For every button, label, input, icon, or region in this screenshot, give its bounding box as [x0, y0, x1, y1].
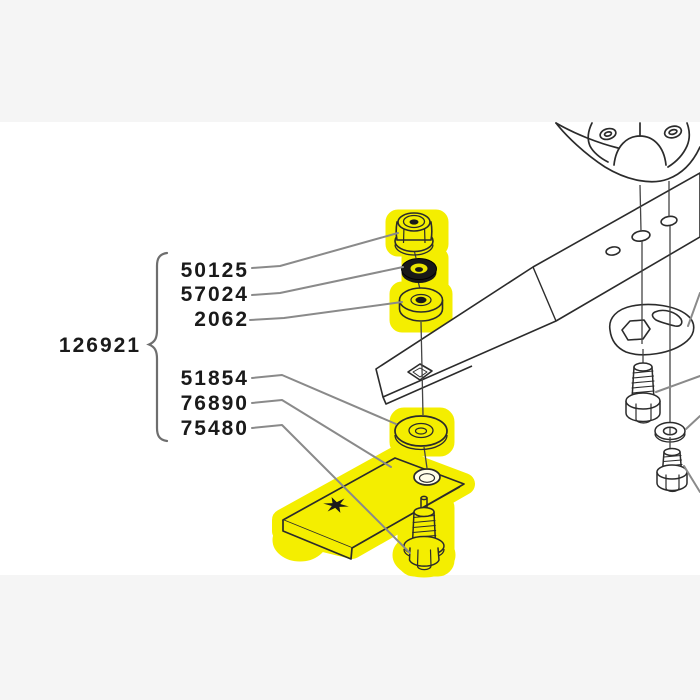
- bottom-gray-band: [0, 575, 700, 700]
- part-number-label-75480: 75480: [181, 417, 249, 440]
- hex-bolt-small-part: [656, 447, 688, 493]
- leader-lines: [249, 232, 700, 554]
- callout-labels: 126921 50125 57024 2062 51854 76890 7548…: [59, 259, 249, 440]
- bar-holes: [605, 215, 678, 256]
- callout-brace: [146, 251, 169, 443]
- part-number-label-2062: 2062: [194, 308, 249, 331]
- star-center-hole: [323, 497, 349, 513]
- blade-washer-part: [394, 415, 448, 451]
- flange-lock-nut-part: [394, 212, 434, 256]
- top-gray-band: [0, 0, 700, 122]
- center-axis-lines: [639, 181, 671, 427]
- part-number-label-50125: 50125: [181, 259, 249, 282]
- assembly-number-label: 126921: [59, 334, 141, 357]
- hex-bolt-large-part: [625, 362, 661, 424]
- square-center-hole: [407, 363, 433, 381]
- spacer-washer-part: [398, 287, 444, 322]
- spindle-housing-part: [555, 122, 700, 183]
- part-number-label-57024: 57024: [181, 283, 249, 306]
- blade-adapter-plate-part: [282, 457, 465, 560]
- blade-bar-part: [375, 172, 700, 405]
- part-number-label-51854: 51854: [181, 367, 249, 390]
- lock-washer-part: [401, 258, 437, 283]
- bracket-plate-part: [608, 303, 695, 356]
- part-number-label-76890: 76890: [181, 392, 249, 415]
